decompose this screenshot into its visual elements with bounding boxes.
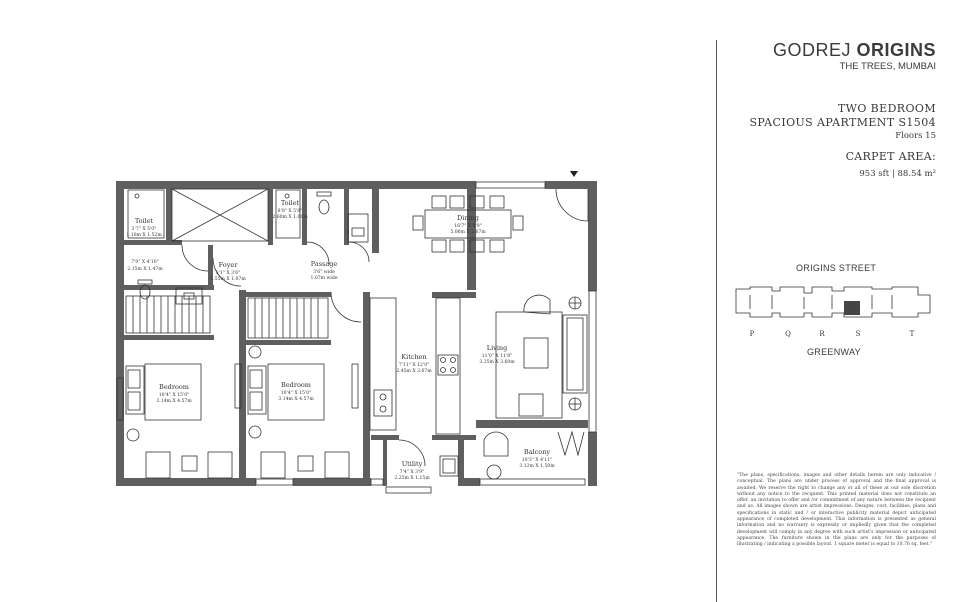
carpet-area-value: 953 sft | 88.54 m² bbox=[859, 169, 936, 179]
keyplan-letter: S bbox=[856, 330, 861, 338]
svg-text:7'0" X 4'10": 7'0" X 4'10" bbox=[131, 259, 159, 265]
svg-text:Dining: Dining bbox=[457, 214, 479, 222]
svg-text:Balcony: Balcony bbox=[524, 448, 550, 456]
svg-text:7'4" X 3'9": 7'4" X 3'9" bbox=[400, 469, 425, 475]
room-label-powder: 7'0" X 4'10" 2.15m X 1.47m bbox=[127, 259, 163, 272]
svg-text:11'0" X 11'8": 11'0" X 11'8" bbox=[482, 353, 512, 359]
keyplan-letter: T bbox=[910, 330, 915, 338]
svg-text:3.14m X 4.57m: 3.14m X 4.57m bbox=[156, 398, 192, 404]
svg-text:1.10m X 1.52m: 1.10m X 1.52m bbox=[126, 232, 162, 238]
svg-text:Bedroom: Bedroom bbox=[281, 381, 311, 389]
bedroom-2-furniture bbox=[247, 297, 359, 479]
keyplan-letter: Q bbox=[785, 330, 791, 338]
svg-text:8'8" X 5'8": 8'8" X 5'8" bbox=[278, 208, 303, 214]
windows bbox=[116, 181, 597, 494]
unit-info: TWO BEDROOM SPACIOUS APARTMENT S1504 Flo… bbox=[749, 102, 936, 179]
utility-fixtures bbox=[439, 455, 459, 477]
svg-text:5.06m X 2.67m: 5.06m X 2.67m bbox=[450, 229, 486, 235]
svg-text:3.35m X 3.60m: 3.35m X 3.60m bbox=[479, 359, 515, 365]
svg-text:Living: Living bbox=[487, 344, 508, 352]
entry-door bbox=[555, 188, 589, 222]
svg-text:10'3" X 4'11": 10'3" X 4'11" bbox=[522, 457, 552, 463]
floor-plan: Toilet 3'7" X 5'0" 1.10m X 1.52m Toilet … bbox=[116, 171, 597, 494]
svg-text:10'4" X 15'0": 10'4" X 15'0" bbox=[281, 390, 311, 396]
svg-text:Passage: Passage bbox=[311, 260, 338, 268]
svg-text:7'11" X 12'0": 7'11" X 12'0" bbox=[399, 362, 429, 368]
keyplan-bottom-label: GREENWAY bbox=[807, 347, 861, 357]
svg-text:Toilet: Toilet bbox=[281, 199, 300, 207]
panel-divider bbox=[716, 40, 717, 602]
dining-table bbox=[412, 195, 524, 253]
toilet-2-fixtures bbox=[275, 189, 369, 243]
room-label-balcony: Balcony 10'3" X 4'11" 3.12m X 1.50m bbox=[519, 448, 555, 469]
key-plan: P Q R S T bbox=[735, 286, 931, 338]
room-label-passage: Passage 3'6" wide 1.07m wide bbox=[310, 260, 337, 281]
svg-text:16'7" X 8'9": 16'7" X 8'9" bbox=[454, 223, 482, 229]
triangle-down-icon bbox=[570, 171, 578, 177]
keyplan-top-label: ORIGINS STREET bbox=[796, 263, 877, 273]
svg-text:Utility: Utility bbox=[402, 460, 423, 468]
room-label-toilet-2: Toilet 8'8" X 5'8" 2.60m X 1.60m bbox=[272, 199, 308, 220]
unit-type-line-2: SPACIOUS APARTMENT S1504 bbox=[749, 116, 936, 129]
svg-text:3.14m X 4.57m: 3.14m X 4.57m bbox=[278, 396, 314, 402]
room-label-foyer: Foyer 5'1" X 3'6" 1.55m X 1.07m bbox=[210, 261, 246, 282]
door-swings bbox=[181, 241, 426, 467]
room-label-kitchen: Kitchen 7'11" X 12'0" 2.45m X 3.67m bbox=[396, 353, 432, 374]
balcony-furniture bbox=[483, 430, 585, 480]
svg-text:Kitchen: Kitchen bbox=[401, 353, 426, 361]
svg-text:5'1" X 3'6": 5'1" X 3'6" bbox=[216, 270, 241, 276]
keyplan-letter: R bbox=[819, 330, 825, 338]
svg-text:2.45m X 3.67m: 2.45m X 3.67m bbox=[396, 368, 432, 374]
room-label-bedroom-2: Bedroom 10'4" X 15'0" 3.14m X 4.57m bbox=[278, 381, 314, 402]
bedroom-1-furniture bbox=[125, 295, 242, 479]
walls bbox=[116, 181, 597, 486]
keyplan-letter: P bbox=[750, 330, 755, 338]
room-label-dining: Dining 16'7" X 8'9" 5.06m X 2.67m bbox=[450, 214, 486, 235]
svg-text:3'7" X 5'0": 3'7" X 5'0" bbox=[132, 226, 157, 232]
brand-name: GODREJ ORIGINS bbox=[772, 40, 936, 60]
duct-shaft bbox=[171, 188, 269, 242]
brand-subtitle: THE TREES, MUMBAI bbox=[839, 61, 936, 72]
svg-text:1.07m wide: 1.07m wide bbox=[310, 275, 337, 281]
disclaimer-text: "The plans, specifications, images and o… bbox=[737, 473, 936, 548]
svg-text:3.12m X 1.50m: 3.12m X 1.50m bbox=[519, 463, 555, 469]
svg-text:2.25m X 1.15m: 2.25m X 1.15m bbox=[394, 475, 430, 481]
unit-floors: Floors 15 bbox=[895, 131, 936, 141]
svg-text:Foyer: Foyer bbox=[219, 261, 239, 269]
brand-block: GODREJ ORIGINS THE TREES, MUMBAI bbox=[773, 40, 936, 72]
kitchen-counters bbox=[369, 297, 461, 435]
carpet-area-label: CARPET AREA: bbox=[845, 150, 936, 163]
room-label-bedroom-1: Bedroom 10'4" X 15'0" 3.14m X 4.57m bbox=[156, 383, 192, 404]
living-furniture bbox=[495, 294, 588, 419]
svg-text:2.15m X 1.47m: 2.15m X 1.47m bbox=[127, 266, 163, 272]
room-label-living: Living 11'0" X 11'8" 3.35m X 3.60m bbox=[479, 344, 515, 365]
unit-highlight bbox=[844, 301, 860, 315]
svg-text:3'6" wide: 3'6" wide bbox=[313, 269, 335, 275]
svg-text:Bedroom: Bedroom bbox=[159, 383, 189, 391]
svg-text:Toilet: Toilet bbox=[135, 217, 154, 225]
room-label-utility: Utility 7'4" X 3'9" 2.25m X 1.15m bbox=[394, 460, 430, 481]
room-label-toilet-1: Toilet 3'7" X 5'0" 1.10m X 1.52m bbox=[126, 217, 162, 238]
svg-text:2.60m X 1.60m: 2.60m X 1.60m bbox=[272, 214, 308, 220]
svg-text:10'4" X 15'0": 10'4" X 15'0" bbox=[159, 392, 189, 398]
unit-type-line-1: TWO BEDROOM bbox=[837, 102, 936, 115]
svg-text:1.55m X 1.07m: 1.55m X 1.07m bbox=[210, 276, 246, 282]
